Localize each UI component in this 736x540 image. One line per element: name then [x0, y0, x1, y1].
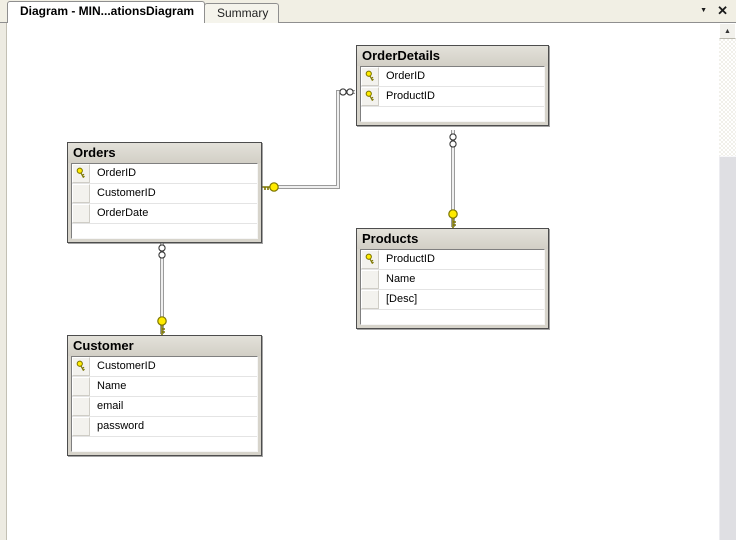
tab-list-dropdown-icon[interactable]: ▼ — [700, 7, 708, 14]
relationship-connector-layer — [157, 88, 458, 335]
key-icon — [262, 182, 279, 192]
column-grid: CustomerID Name email password — [71, 356, 258, 452]
vertical-scrollbar: ▲ — [719, 23, 736, 540]
row-selector-cell — [361, 270, 379, 289]
primary-key-icon — [361, 87, 379, 106]
column-row[interactable]: OrderDate — [72, 204, 257, 224]
table-header[interactable]: Orders — [68, 143, 261, 163]
column-row[interactable]: ProductID — [361, 87, 544, 107]
empty-row-area[interactable] — [72, 437, 257, 451]
relationship-customer-orders[interactable] — [157, 241, 167, 335]
column-grid: ProductID Name [Desc] — [360, 249, 545, 325]
diagram-canvas[interactable]: OrderDetails OrderID ProductID — [7, 23, 719, 540]
table-header[interactable]: OrderDetails — [357, 46, 548, 66]
row-selector-cell — [361, 290, 379, 309]
document-tab-strip: Diagram - MIN...ationsDiagram Summary ▼ … — [0, 0, 736, 23]
tab-summary[interactable]: Summary — [204, 3, 280, 23]
column-row[interactable]: ProductID — [361, 250, 544, 270]
key-icon — [448, 209, 458, 228]
column-name: [Desc] — [386, 293, 418, 305]
column-name: password — [97, 420, 145, 432]
column-grid: OrderID CustomerID OrderDate — [71, 163, 258, 239]
primary-key-icon — [72, 164, 90, 183]
column-name: OrderDate — [97, 207, 149, 219]
column-name: OrderID — [386, 70, 426, 82]
primary-key-icon — [361, 67, 379, 86]
tab-strip-controls: ▼ ✕ — [700, 3, 728, 19]
row-selector-cell — [72, 377, 90, 396]
empty-row-area[interactable] — [361, 310, 544, 324]
table-orders[interactable]: Orders OrderID CustomerID OrderDate — [67, 142, 262, 243]
table-header[interactable]: Customer — [68, 336, 261, 356]
column-row[interactable]: CustomerID — [72, 184, 257, 204]
row-selector-cell — [72, 204, 90, 223]
scrollbar-thumb[interactable] — [719, 156, 736, 540]
infinity-icon — [339, 88, 354, 96]
relationship-products-orderdetails[interactable] — [448, 130, 458, 228]
row-selector-cell — [72, 417, 90, 436]
column-name: OrderID — [97, 167, 137, 179]
tab-diagram[interactable]: Diagram - MIN...ationsDiagram — [7, 1, 206, 23]
column-row[interactable]: email — [72, 397, 257, 417]
column-name: Name — [97, 380, 127, 392]
table-header[interactable]: Products — [357, 229, 548, 249]
column-row[interactable]: OrderID — [361, 67, 544, 87]
column-row[interactable]: OrderID — [72, 164, 257, 184]
column-name: email — [97, 400, 124, 412]
table-orderdetails[interactable]: OrderDetails OrderID ProductID — [356, 45, 549, 126]
empty-row-area[interactable] — [361, 107, 544, 121]
column-name: ProductID — [386, 90, 435, 102]
row-selector-cell — [72, 397, 90, 416]
scrollbar-track[interactable] — [719, 39, 736, 156]
relationship-orders-orderdetails[interactable] — [262, 88, 355, 192]
infinity-icon — [449, 133, 457, 148]
column-name: ProductID — [386, 253, 435, 265]
column-row[interactable]: [Desc] — [361, 290, 544, 310]
scroll-up-icon[interactable]: ▲ — [719, 23, 736, 39]
column-grid: OrderID ProductID — [360, 66, 545, 122]
primary-key-icon — [361, 250, 379, 269]
close-icon[interactable]: ✕ — [717, 3, 728, 18]
table-products[interactable]: Products ProductID Name [Desc] — [356, 228, 549, 329]
left-edge-strip — [0, 23, 7, 540]
column-name: CustomerID — [97, 187, 156, 199]
table-customer[interactable]: Customer CustomerID Name email — [67, 335, 262, 456]
primary-key-icon — [72, 357, 90, 376]
column-row[interactable]: password — [72, 417, 257, 437]
column-row[interactable]: Name — [72, 377, 257, 397]
column-name: CustomerID — [97, 360, 156, 372]
row-selector-cell — [72, 184, 90, 203]
column-name: Name — [386, 273, 416, 285]
column-row[interactable]: CustomerID — [72, 357, 257, 377]
empty-row-area[interactable] — [72, 224, 257, 238]
infinity-icon — [158, 244, 166, 259]
column-row[interactable]: Name — [361, 270, 544, 290]
key-icon — [157, 316, 167, 335]
